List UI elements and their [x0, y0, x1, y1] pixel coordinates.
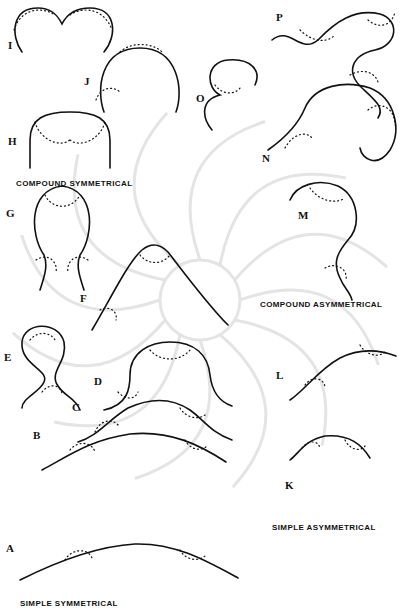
watermark-stroke — [235, 234, 388, 280]
watermark-rosette — [13, 113, 387, 487]
curve-letter: P — [276, 12, 283, 23]
curve-letter: E — [4, 352, 11, 363]
curve-letter: I — [8, 40, 12, 51]
curve-letter: L — [276, 370, 283, 381]
watermark-stroke — [160, 260, 240, 340]
curve-letter: F — [80, 293, 87, 304]
curve-letter: B — [33, 430, 40, 441]
curve-letter: N — [262, 153, 270, 164]
curve-letter: C — [72, 402, 80, 413]
group-caption: COMPOUND ASYMMETRICAL — [260, 301, 382, 309]
watermark-stroke — [235, 320, 326, 446]
group-caption: SIMPLE SYMMETRICAL — [20, 600, 118, 608]
watermark-stroke — [134, 113, 180, 266]
curve-letter: A — [6, 543, 14, 554]
curve-letter: O — [196, 93, 205, 104]
group-caption: COMPOUND SYMMETRICAL — [16, 180, 132, 188]
curve-letter: M — [298, 210, 308, 221]
curve-letter: K — [285, 480, 294, 491]
curve-letter: D — [94, 376, 102, 387]
curve-letter: G — [6, 208, 15, 219]
watermark-stroke — [54, 335, 180, 426]
dotted-circles — [14, 10, 395, 560]
watermark-stroke — [74, 154, 165, 280]
group-caption: SIMPLE ASYMMETRICAL — [272, 524, 376, 532]
watermark-stroke — [220, 174, 346, 265]
curve-letter: H — [8, 136, 17, 147]
watermark-stroke — [220, 335, 266, 488]
solid-curves — [15, 8, 396, 580]
curve-letter: J — [84, 76, 90, 87]
